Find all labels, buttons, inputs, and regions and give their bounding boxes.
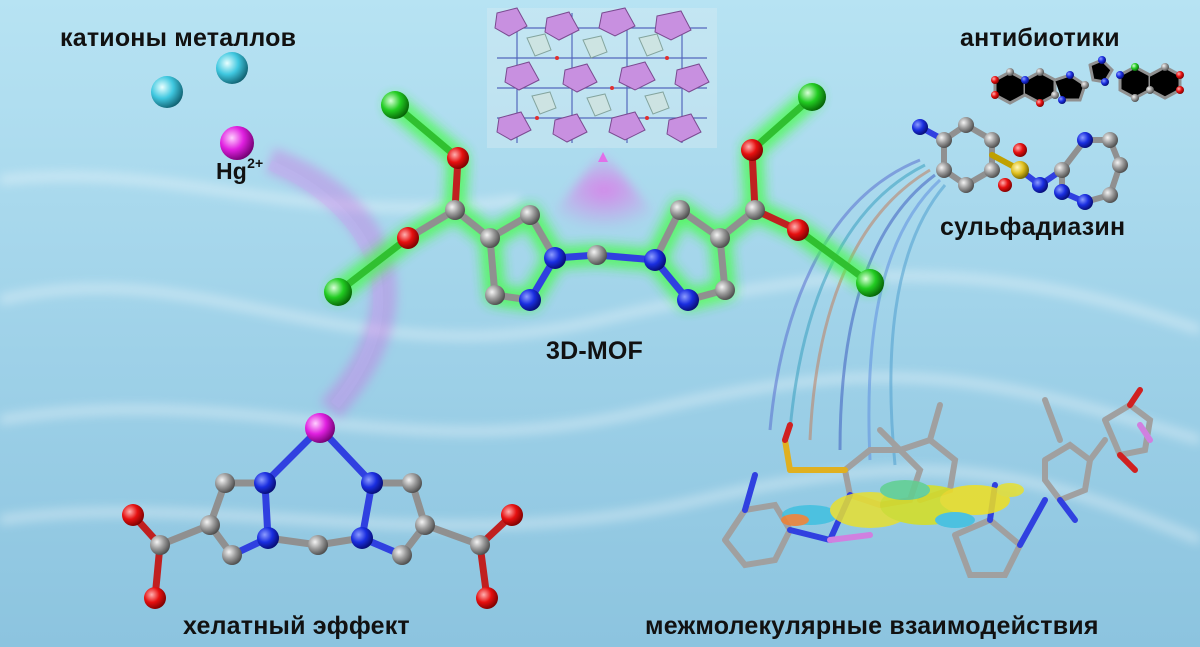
mof-framework (487, 7, 717, 148)
n-atom (544, 247, 566, 269)
mercury-charge: 2+ (247, 155, 264, 171)
interaction-surface (781, 480, 1024, 528)
o-atom (741, 139, 763, 161)
cl-atom (798, 83, 826, 111)
sulfadiazine-molecule (912, 117, 1128, 210)
c-atom (445, 200, 465, 220)
c-atom (745, 200, 765, 220)
o-atom (787, 219, 809, 241)
n-atom (519, 289, 541, 311)
interaction-complex (722, 387, 1154, 578)
chelate-effect-label: хелатный эффект (183, 612, 410, 640)
o-atom (397, 227, 419, 249)
cl-atom (381, 91, 409, 119)
chelate-complex (122, 413, 523, 609)
mof-label: 3D-MOF (546, 337, 644, 365)
c-atom (480, 228, 500, 248)
antibiotic-molecules (991, 56, 1184, 107)
c-atom (710, 228, 730, 248)
o-atom (447, 147, 469, 169)
metal-cations (151, 52, 254, 160)
c-atom (485, 285, 505, 305)
cation-sphere (216, 52, 248, 84)
mercury-label: Hg2+ (216, 155, 264, 185)
c-atom (520, 205, 540, 225)
sulfadiazine-label: сульфадиазин (940, 213, 1126, 241)
intermolecular-label: межмолекулярные взаимодействия (645, 612, 1099, 640)
n-atom (677, 289, 699, 311)
antibiotics-label: антибиотики (960, 24, 1120, 52)
ligand-atoms (324, 83, 884, 311)
cl-atom (324, 278, 352, 306)
cation-sphere (151, 76, 183, 108)
metal-cations-label: катионы металлов (60, 24, 297, 52)
hg-cation-sphere (220, 126, 254, 160)
c-atom (670, 200, 690, 220)
mof-pink-cone (540, 150, 668, 230)
c-atom (587, 245, 607, 265)
cl-atom (856, 269, 884, 297)
n-atom (644, 249, 666, 271)
c-atom (715, 280, 735, 300)
mercury-symbol: Hg (216, 158, 248, 184)
